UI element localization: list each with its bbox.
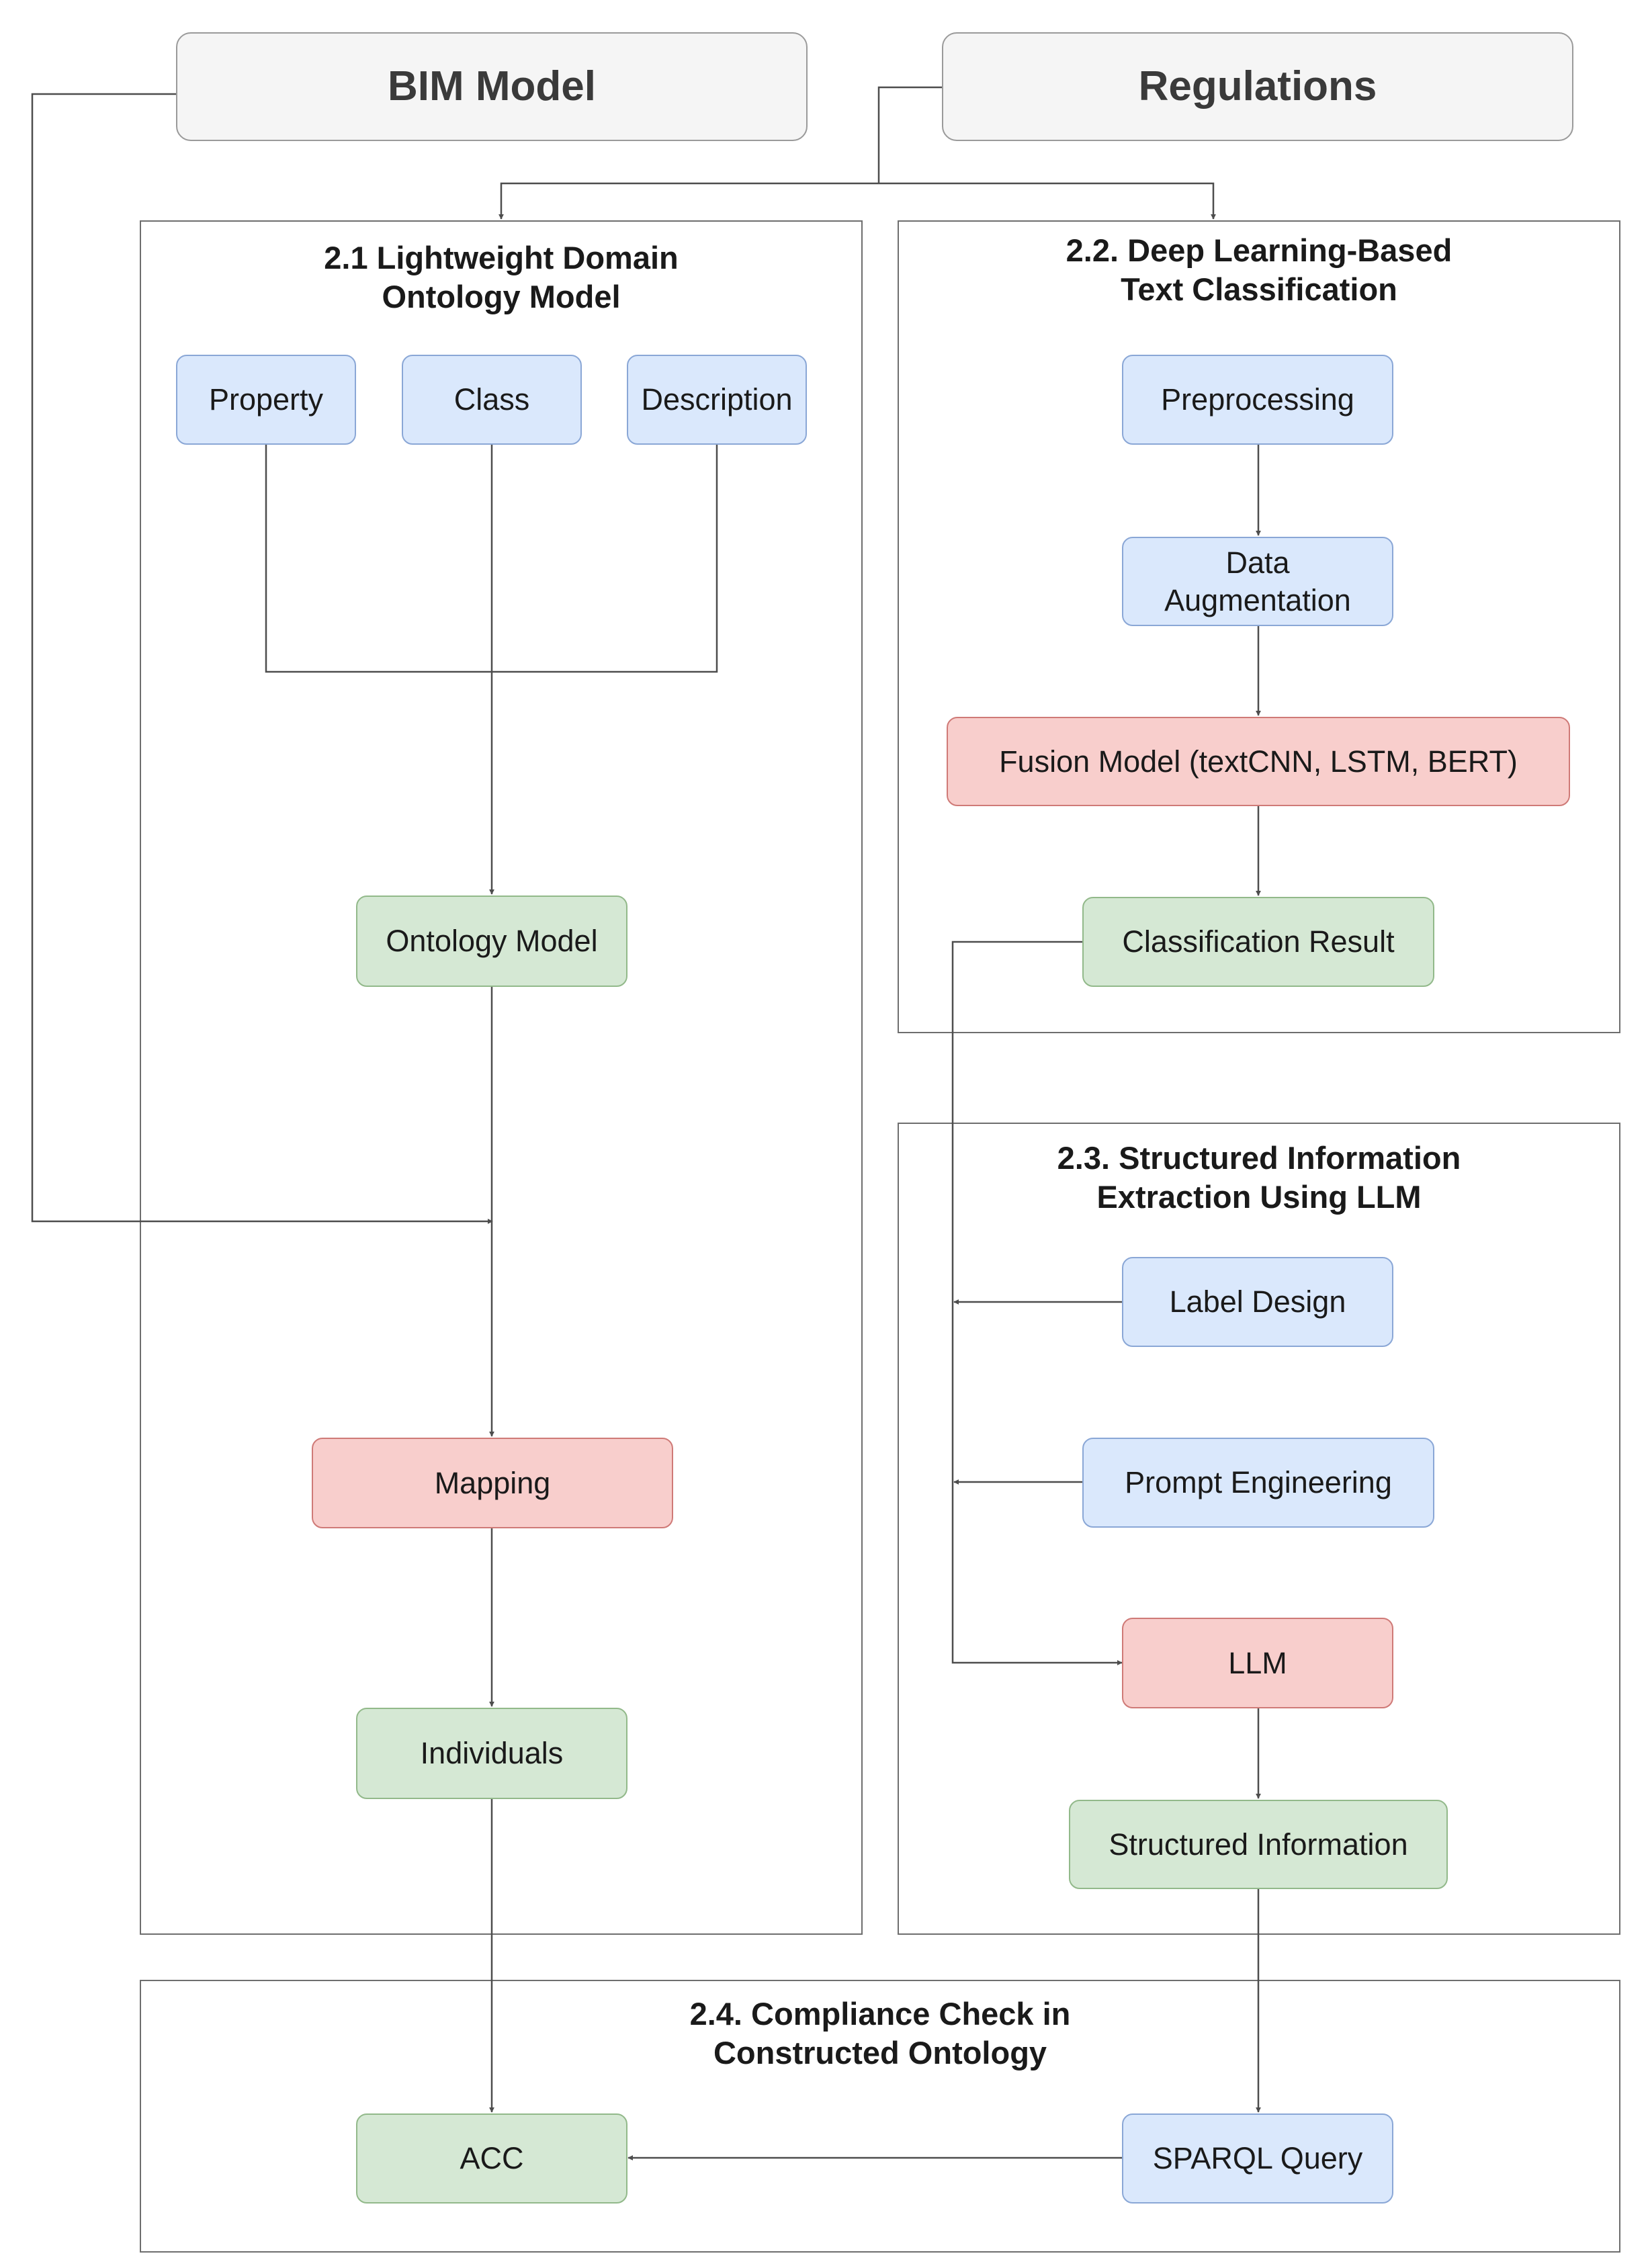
section-ontology: 2.1 Lightweight Domain Ontology Model bbox=[140, 220, 863, 1935]
connector-regulations-to-classification bbox=[879, 182, 1216, 220]
regulations-box[interactable]: Regulations bbox=[942, 32, 1573, 141]
property-node[interactable]: Property bbox=[176, 355, 356, 445]
connector-regulations-split bbox=[877, 86, 942, 183]
label-design-node[interactable]: Label Design bbox=[1122, 1257, 1393, 1347]
section-compliance-title: 2.4. Compliance Check in Constructed Ont… bbox=[689, 1996, 1071, 2070]
section-classification: 2.2. Deep Learning-Based Text Classifica… bbox=[898, 220, 1620, 1033]
prompt-engineering-node[interactable]: Prompt Engineering bbox=[1082, 1438, 1434, 1528]
individuals-node[interactable]: Individuals bbox=[356, 1708, 627, 1799]
acc-node[interactable]: ACC bbox=[356, 2113, 627, 2204]
mapping-node[interactable]: Mapping bbox=[312, 1438, 673, 1528]
section-ontology-title: 2.1 Lightweight Domain Ontology Model bbox=[324, 240, 679, 314]
class-node[interactable]: Class bbox=[402, 355, 582, 445]
bim-model-box[interactable]: BIM Model bbox=[176, 32, 808, 141]
fusion-model-node[interactable]: Fusion Model (textCNN, LSTM, BERT) bbox=[947, 717, 1570, 806]
preprocessing-node[interactable]: Preprocessing bbox=[1122, 355, 1393, 445]
data-augmentation-node[interactable]: Data Augmentation bbox=[1122, 537, 1393, 626]
section-extraction-title: 2.3. Structured Information Extraction U… bbox=[1057, 1140, 1461, 1215]
llm-node[interactable]: LLM bbox=[1122, 1618, 1393, 1708]
description-node[interactable]: Description bbox=[627, 355, 807, 445]
connector-regulations-to-ontology bbox=[498, 182, 879, 220]
ontology-model-node[interactable]: Ontology Model bbox=[356, 896, 627, 987]
section-compliance: 2.4. Compliance Check in Constructed Ont… bbox=[140, 1980, 1620, 2253]
connector-bim-to-trunk bbox=[31, 93, 493, 1224]
sparql-query-node[interactable]: SPARQL Query bbox=[1122, 2113, 1393, 2204]
classification-result-node[interactable]: Classification Result bbox=[1082, 897, 1434, 987]
section-classification-title: 2.2. Deep Learning-Based Text Classifica… bbox=[1066, 232, 1452, 307]
structured-information-node[interactable]: Structured Information bbox=[1069, 1800, 1448, 1889]
connector-result-to-llm bbox=[951, 941, 1123, 1665]
